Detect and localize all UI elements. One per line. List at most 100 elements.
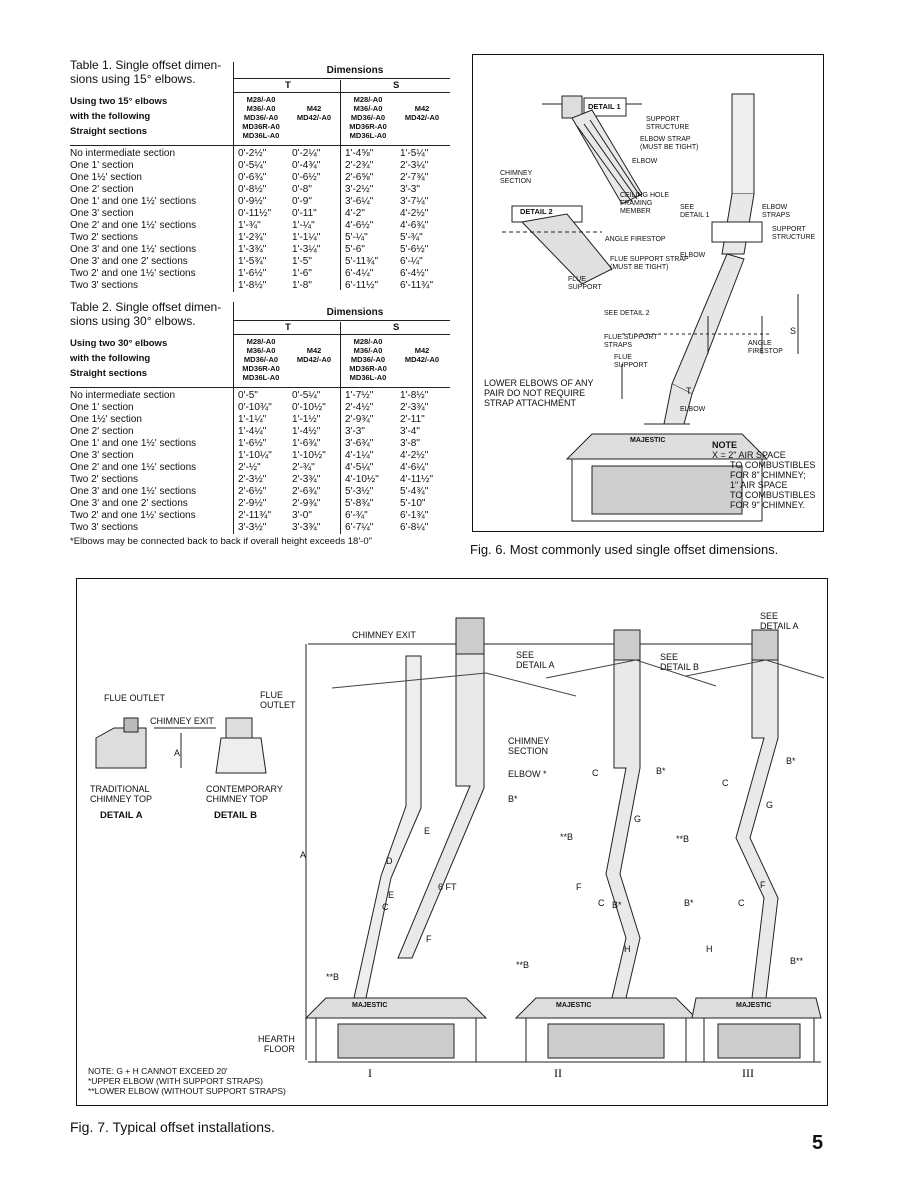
fig7-b-star-5: B*: [684, 898, 694, 908]
fig7-dim-a: A: [300, 850, 307, 860]
cell-s2: 6'-4½": [400, 268, 429, 279]
fig7-roman-1: I: [368, 1066, 372, 1080]
fig7-dim-f-1: F: [426, 934, 432, 944]
cell-s1: 6'-7¼": [345, 522, 374, 533]
table2-rule2: [233, 334, 450, 335]
table2-vsep-mid: [340, 322, 341, 534]
fig7-dim-c-1: C: [382, 902, 389, 912]
cell-s2: 2'-3¼": [400, 160, 429, 171]
table1-col-s: S: [393, 80, 400, 91]
row-label: One 3' and one 1½' sections: [70, 244, 197, 255]
fig6-brand: MAJESTIC: [630, 437, 666, 444]
fig7-dim-c-4: C: [598, 898, 605, 908]
fig7-dim-g-2: G: [766, 800, 774, 810]
cell-s1: 4'-10½": [345, 474, 379, 485]
table2-rule3: [70, 387, 450, 388]
fig7-brand-1: MAJESTIC: [352, 1002, 388, 1009]
fig7-dim-g-1: G: [634, 814, 642, 824]
cell-t1: 2'-6½": [238, 486, 267, 497]
fig6-dim-s: S: [790, 326, 797, 336]
fig7-dim-f-3: F: [760, 880, 766, 890]
cell-s2: 2'-7¾": [400, 172, 429, 183]
row-label: Two 3' sections: [70, 522, 139, 533]
fig6-see-detail2: SEE DETAIL 2: [604, 310, 650, 317]
fig7-drawing: [95, 617, 825, 1063]
row-label: Two 2' sections: [70, 232, 139, 243]
cell-s1: 4'-2": [345, 208, 365, 219]
cell-s2: 3'-3": [400, 184, 420, 195]
fig7-chimney-exit-small: CHIMNEY EXIT: [150, 716, 214, 726]
cell-s2: 5'-4¾": [400, 486, 429, 497]
cell-t2: 2'-9¾": [292, 498, 321, 509]
fig6-flue-support-strap: FLUE SUPPORT STRAP(MUST BE TIGHT): [610, 256, 689, 271]
fig6-dim-t: T: [686, 386, 692, 396]
cell-s2: 4'-6¾": [400, 220, 429, 231]
cell-s2: 3'-8": [400, 438, 420, 449]
cell-t1: 0'-10¾": [238, 402, 272, 413]
cell-s1: 1'-4⅝": [345, 148, 374, 159]
fig7-b-dstar-2: **B: [676, 834, 690, 844]
fig6-note: NOTE X = 2" AIR SPACE TO COMBUSTIBLES FO…: [712, 440, 816, 510]
row-label: One 3' section: [70, 450, 134, 461]
fig7-dim-d: D: [386, 856, 393, 866]
cell-s1: 6'-4¼": [345, 268, 374, 279]
row-label: One 3' section: [70, 208, 134, 219]
row-label: Two 2' sections: [70, 474, 139, 485]
cell-s2: 1'-8½": [400, 390, 429, 401]
table1-rule2: [233, 92, 450, 93]
cell-s1: 4'-1¼": [345, 450, 374, 461]
cell-t1: 1'-4¼": [238, 426, 267, 437]
row-label: One 1' and one 1½' sections: [70, 196, 197, 207]
cell-t2: 1'-6": [292, 268, 312, 279]
fig7-b-star-1: B*: [508, 794, 518, 804]
cell-s1: 3'-3": [345, 426, 365, 437]
row-label: One 2' section: [70, 184, 134, 195]
row-label: One 2' section: [70, 426, 134, 437]
cell-t2: 1'-1¼": [292, 232, 321, 243]
fig6-drawing: [502, 93, 799, 522]
fig6-detail2-label: DETAIL 2: [520, 207, 553, 216]
cell-t2: 0'-10½": [292, 402, 326, 413]
fig7-b-star-2: B*: [656, 766, 666, 776]
cell-s1: 2'-9¾": [345, 414, 374, 425]
cell-t1: 0'-11½": [238, 208, 272, 219]
cell-s2: 5'-10": [400, 498, 426, 509]
fig6-elbow-lower: ELBOW: [680, 406, 706, 413]
cell-t2: 0'-8": [292, 184, 312, 195]
cell-s2: 5'-6½": [400, 244, 429, 255]
fig7-b-dstar-r: B**: [790, 956, 804, 966]
fig7-dim-e-2: E: [388, 890, 395, 900]
cell-s1: 3'-6¾": [345, 438, 374, 449]
cell-s2: 2'-3¾": [400, 402, 429, 413]
fig7-b-star-4: B*: [612, 900, 622, 910]
cell-t2: 0'-4¾": [292, 160, 321, 171]
row-label: One 2' and one 1½' sections: [70, 220, 197, 231]
cell-t2: 1'-10½": [292, 450, 326, 461]
cell-s2: 6'-8¼": [400, 522, 429, 533]
cell-t1: 2'-11¾": [238, 510, 272, 521]
page-number: 5: [812, 1132, 824, 1154]
cell-t1: 0'-8½": [238, 184, 267, 195]
table2-col-t: T: [285, 322, 291, 333]
row-label: One 1' and one 1½' sections: [70, 438, 197, 449]
fig7-dim-h-2: H: [706, 944, 713, 954]
cell-t2: 0'-11": [292, 208, 317, 219]
cell-t1: 1'-6½": [238, 438, 267, 449]
cell-t1: 1'-5¾": [238, 256, 267, 267]
